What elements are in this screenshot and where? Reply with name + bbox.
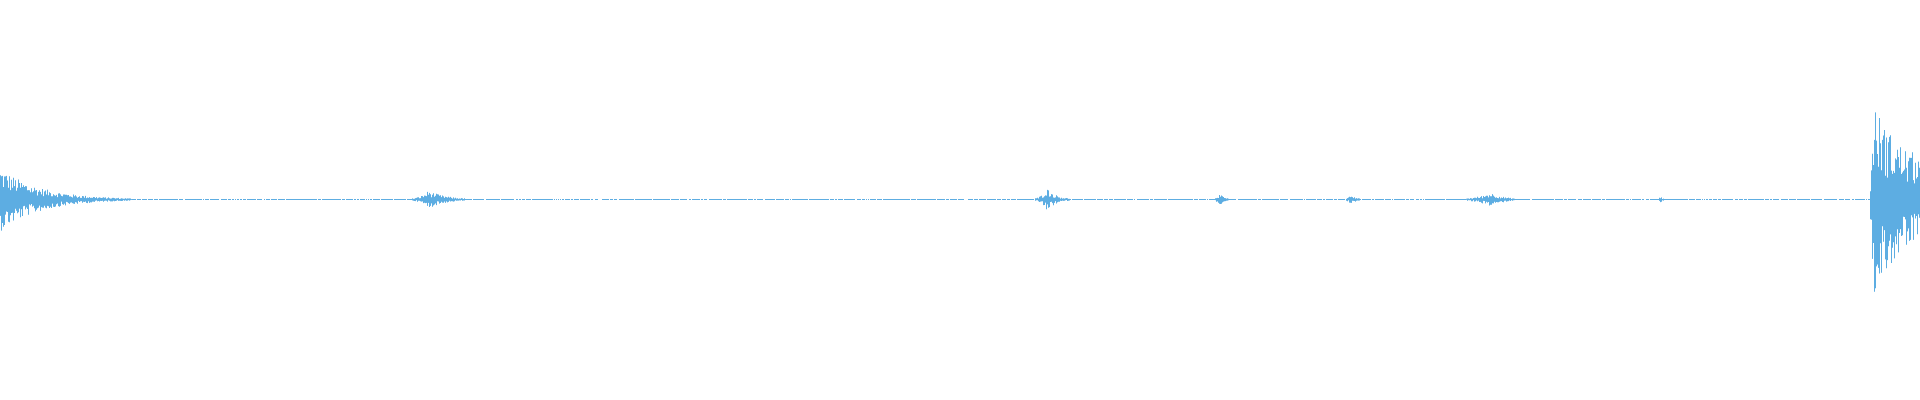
waveform-peaks <box>0 112 1920 292</box>
